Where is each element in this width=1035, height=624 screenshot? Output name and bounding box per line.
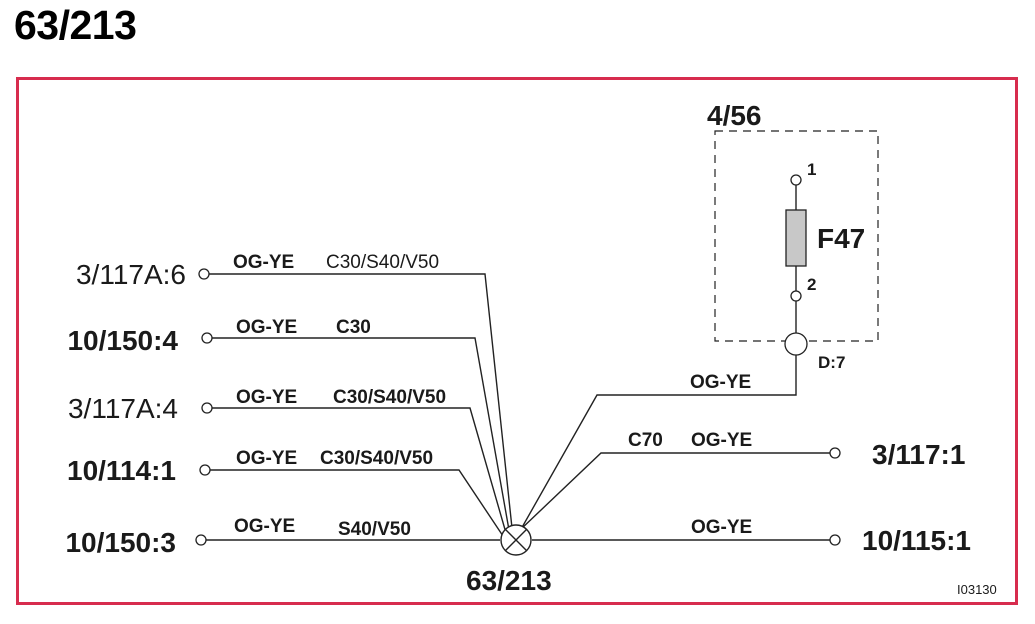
left-wire-4-variant: C30/S40/V50 xyxy=(320,448,433,469)
connector-d7-label: D:7 xyxy=(818,353,845,372)
left-terminal-4[interactable] xyxy=(199,464,211,476)
module-wire-color: OG-YE xyxy=(690,372,751,393)
right-terminal-2[interactable] xyxy=(829,534,841,546)
left-wire-4[interactable] xyxy=(210,469,504,537)
fuse-symbol[interactable] xyxy=(785,209,807,267)
left-wire-1-color: OG-YE xyxy=(233,252,294,273)
fuse-pin-1-terminal[interactable] xyxy=(790,174,802,186)
right-wire-1-color: OG-YE xyxy=(691,430,752,451)
left-wire-4-color: OG-YE xyxy=(236,448,297,469)
left-wire-2[interactable] xyxy=(212,337,510,531)
left-terminal-2[interactable] xyxy=(201,332,213,344)
left-connector-1-label: 3/117A:6 xyxy=(76,259,186,290)
left-terminal-3[interactable] xyxy=(201,402,213,414)
left-wire-1[interactable] xyxy=(209,273,513,529)
left-connector-5-label: 10/150:3 xyxy=(65,527,176,558)
splice-cross-b xyxy=(504,528,528,552)
left-connector-3-label: 3/117A:4 xyxy=(68,393,178,424)
left-wire-2-variant: C30 xyxy=(336,317,371,338)
connector-d7-terminal[interactable] xyxy=(784,332,808,356)
right-wire-2-color: OG-YE xyxy=(691,517,752,538)
right-terminal-1[interactable] xyxy=(829,447,841,459)
left-connector-2-label: 10/150:4 xyxy=(67,325,178,356)
diagram-frame xyxy=(16,77,1018,605)
left-wire-5-variant: S40/V50 xyxy=(338,519,411,540)
left-wire-3[interactable] xyxy=(212,407,507,534)
left-connector-4-label: 10/114:1 xyxy=(67,455,176,486)
left-wire-1-variant: C30/S40/V50 xyxy=(326,252,439,273)
right-connector-1-label: 3/117:1 xyxy=(872,439,965,470)
fuse-pin-1-label: 1 xyxy=(807,160,816,179)
right-connector-2-label: 10/115:1 xyxy=(862,525,971,556)
right-wire-1[interactable] xyxy=(519,452,830,531)
left-wire-3-variant: C30/S40/V50 xyxy=(333,387,446,408)
page-title: 63/213 xyxy=(14,2,137,48)
fuse-pin-2-label: 2 xyxy=(807,275,816,294)
left-wire-3-color: OG-YE xyxy=(236,387,297,408)
left-wire-2-color: OG-YE xyxy=(236,317,297,338)
fuse-label: F47 xyxy=(817,223,865,254)
splice-label: 63/213 xyxy=(466,565,552,596)
right-wire-1-variant: C70 xyxy=(628,430,663,451)
module-label: 4/56 xyxy=(707,100,762,131)
left-terminal-1[interactable] xyxy=(198,268,210,280)
module-wire[interactable] xyxy=(515,355,797,539)
left-wire-5-color: OG-YE xyxy=(234,516,295,537)
left-terminal-5[interactable] xyxy=(195,534,207,546)
fuse-pin-2-terminal[interactable] xyxy=(790,290,802,302)
image-code: I03130 xyxy=(957,582,997,597)
